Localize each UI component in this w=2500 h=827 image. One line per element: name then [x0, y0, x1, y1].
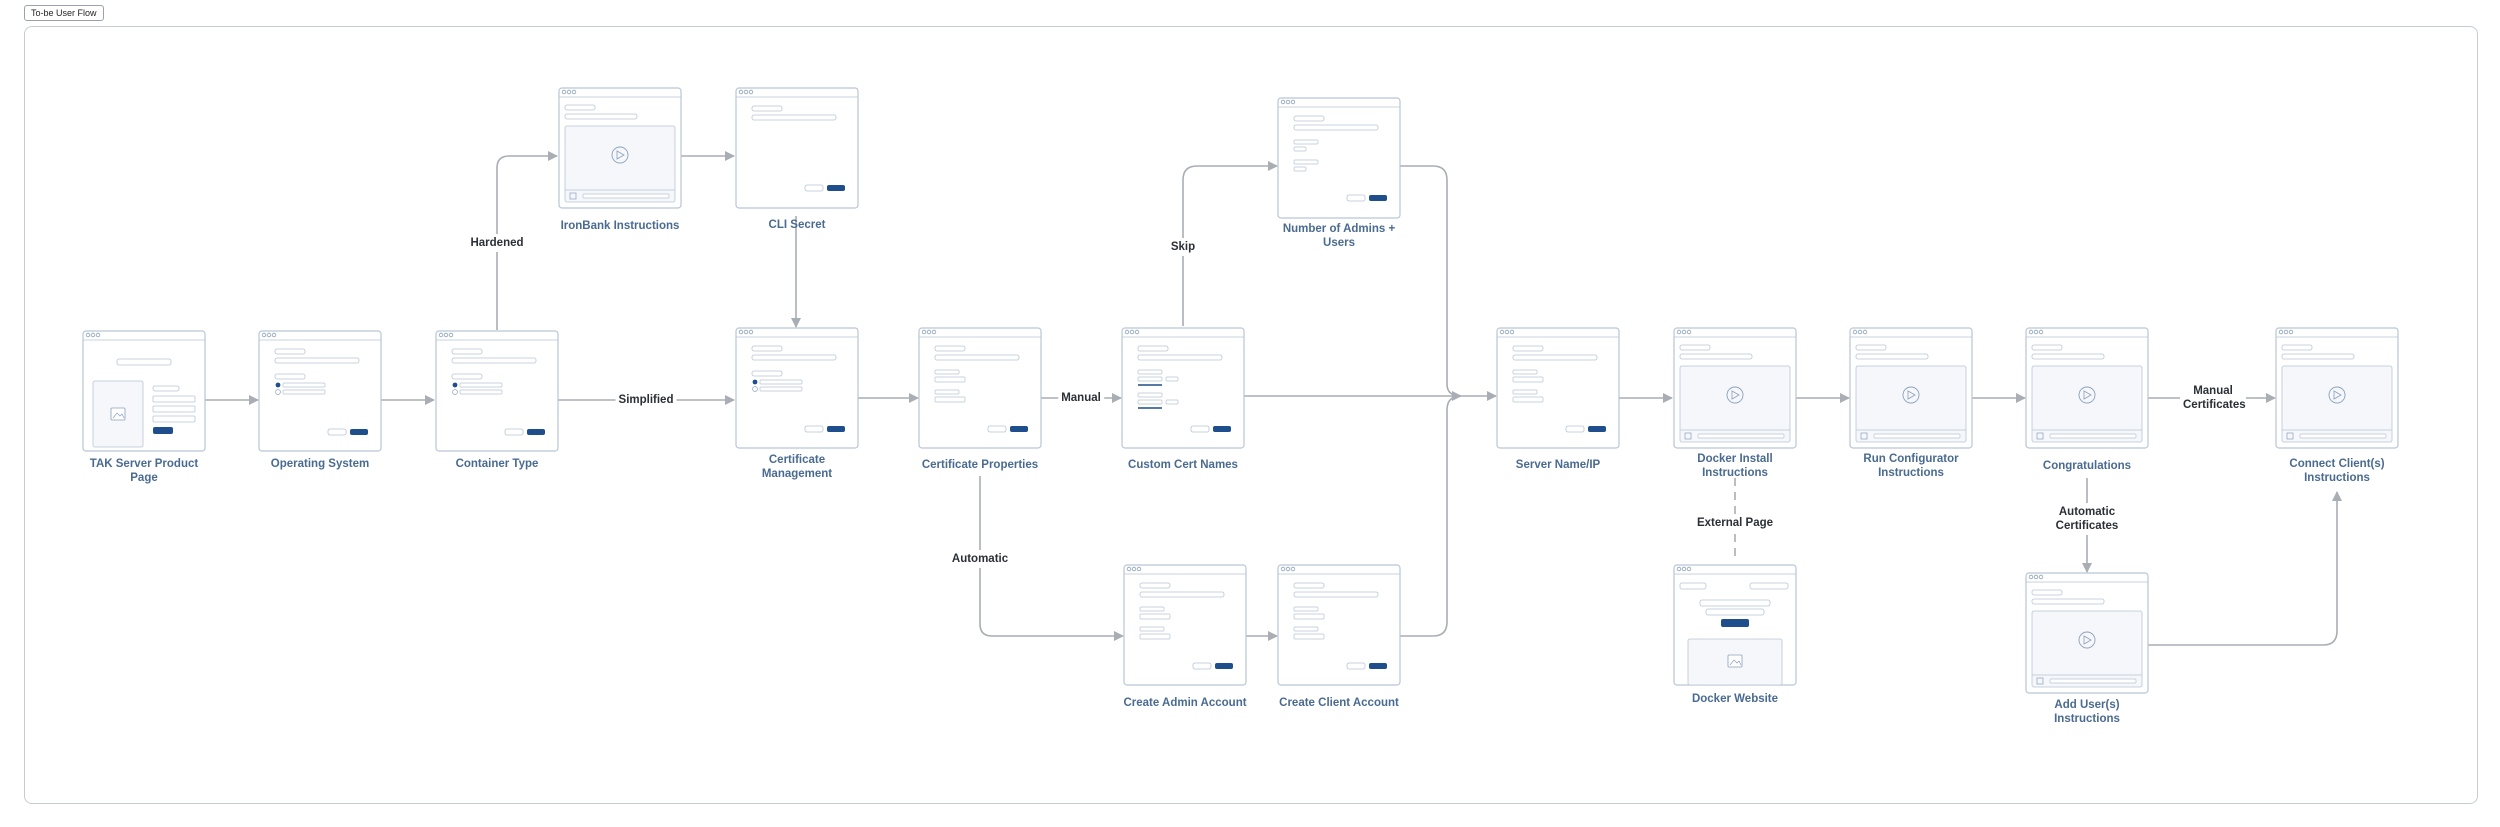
edge-customcert-admins: [1182, 161, 1278, 326]
node-congratulations: [2025, 327, 2149, 449]
node-create-admin-account: [1123, 564, 1247, 686]
node-add-users-instructions: [2025, 572, 2149, 694]
node-number-of-admins-users: [1277, 97, 1401, 219]
label-ironbank-instructions: IronBank Instructions: [560, 220, 680, 232]
label-certificate-management: Certificate Management: [761, 454, 833, 480]
node-connect-clients-instructions: [2275, 327, 2399, 449]
edge-admins-server: [1400, 165, 1462, 401]
label-docker-install-instructions: Docker Install Instructions: [1697, 453, 1773, 479]
edge-label-skip: Skip: [1167, 238, 1199, 256]
edge-label-manual-certificates: Manual Certificates: [2180, 382, 2246, 414]
node-cli-secret: [735, 87, 859, 209]
node-certificate-management: [735, 327, 859, 449]
node-ironbank-instructions: [558, 87, 682, 209]
label-run-configurator-instructions: Run Configurator Instructions: [1863, 453, 1959, 479]
edge-certprops-adminacct: [979, 476, 1124, 641]
node-server-name-ip: [1496, 327, 1620, 449]
label-server-name-ip: Server Name/IP: [1515, 459, 1601, 471]
edge-adduser-connect: [2148, 491, 2342, 646]
label-operating-system: Operating System: [270, 458, 370, 470]
edge-clientacct-server: [1400, 395, 1462, 637]
edge-label-automatic-certificates: Automatic Certificates: [2049, 503, 2125, 535]
node-operating-system: [258, 330, 382, 452]
label-connect-clients-instructions: Connect Client(s) Instructions: [2289, 458, 2385, 484]
label-container-type: Container Type: [455, 458, 539, 470]
label-congratulations: Congratulations: [2042, 460, 2132, 472]
node-create-client-account: [1277, 564, 1401, 686]
label-tak-server-product-page: TAK Server Product Page: [89, 458, 199, 484]
edge-label-external-page: External Page: [1693, 514, 1777, 532]
label-create-client-account: Create Client Account: [1279, 697, 1399, 709]
edge-container-ironbank: [496, 151, 558, 330]
edge-label-hardened: Hardened: [467, 234, 527, 252]
node-tak-server-product-page: [82, 330, 206, 452]
diagram-frame: [24, 26, 2478, 804]
label-certificate-properties: Certificate Properties: [921, 459, 1039, 471]
node-docker-website: [1673, 564, 1797, 686]
label-number-of-admins-users: Number of Admins + Users: [1282, 223, 1396, 249]
edge-label-automatic: Automatic: [948, 550, 1012, 568]
node-run-configurator-instructions: [1849, 327, 1973, 449]
edge-label-manual: Manual: [1058, 389, 1104, 407]
label-add-users-instructions: Add User(s) Instructions: [2054, 699, 2120, 725]
node-container-type: [435, 330, 559, 452]
label-custom-cert-names: Custom Cert Names: [1128, 459, 1238, 471]
node-custom-cert-names: [1121, 327, 1245, 449]
flow-title-tag: To-be User Flow: [24, 5, 104, 21]
node-docker-install-instructions: [1673, 327, 1797, 449]
label-create-admin-account: Create Admin Account: [1123, 697, 1247, 709]
node-certificate-properties: [918, 327, 1042, 449]
label-cli-secret: CLI Secret: [768, 219, 826, 231]
edge-label-simplified: Simplified: [615, 391, 677, 409]
label-docker-website: Docker Website: [1691, 693, 1779, 705]
